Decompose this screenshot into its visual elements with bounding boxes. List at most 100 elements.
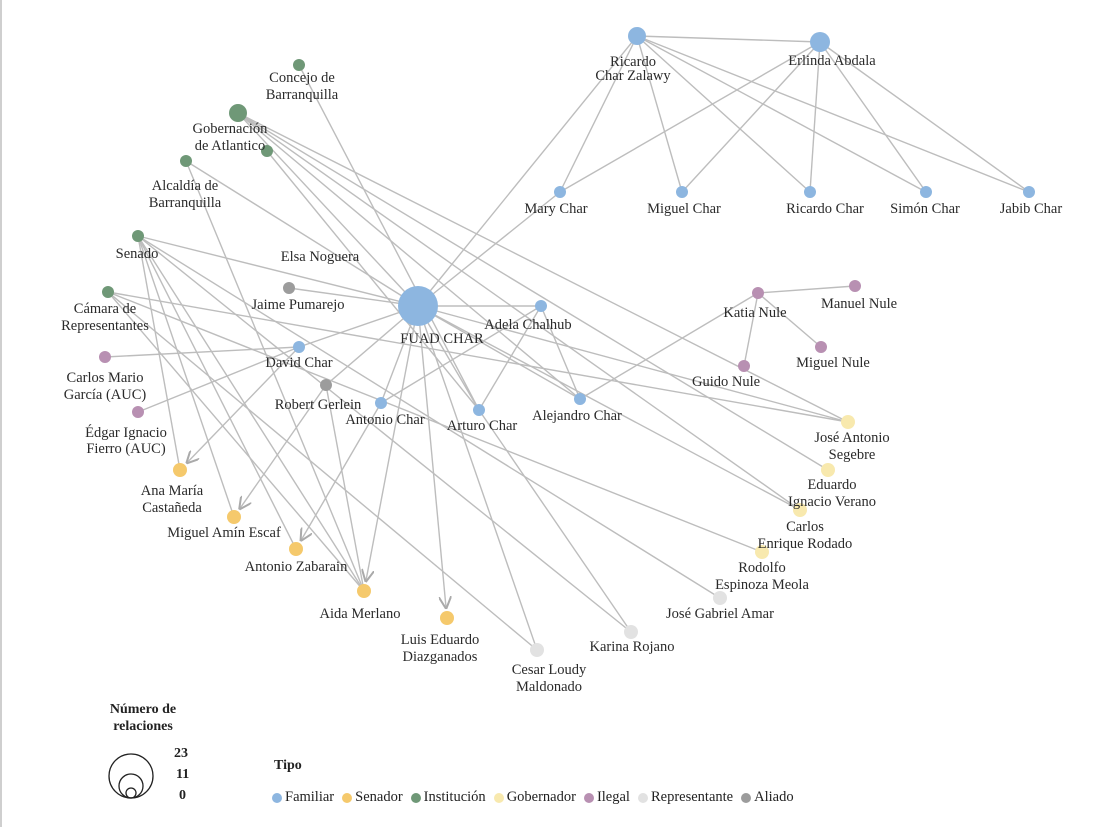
node-zabarain[interactable] xyxy=(289,542,303,556)
label-david: David Char xyxy=(265,355,332,371)
legend-type-ilegal: Ilegal xyxy=(583,789,630,806)
node-david[interactable] xyxy=(293,341,305,353)
edge-zalawy-fuad xyxy=(417,35,638,307)
label-elsa: Elsa Noguera xyxy=(281,249,360,265)
node-simon[interactable] xyxy=(920,186,932,198)
node-alcaldia[interactable] xyxy=(180,155,192,167)
legend-dot-icon xyxy=(410,792,421,803)
node-miguelamin[interactable] xyxy=(227,510,241,524)
node-erlinda[interactable] xyxy=(810,32,830,52)
edge-fuad-luis xyxy=(417,305,446,609)
label-zabarain: Antonio Zabarain xyxy=(245,559,348,575)
label-erlinda: Erlinda Abdala xyxy=(788,53,876,69)
legend-type-label: Institución xyxy=(423,789,486,805)
node-ricardoc[interactable] xyxy=(804,186,816,198)
label-katia: Katia Nule xyxy=(723,305,786,321)
node-luis[interactable] xyxy=(440,611,454,625)
edge-alcaldia-aida xyxy=(185,160,365,592)
edge-katia-manuel xyxy=(757,285,856,294)
edge-senado-anamaria xyxy=(137,235,181,471)
node-verano[interactable] xyxy=(821,463,835,477)
edge-camara-aida xyxy=(107,291,365,592)
edges-layer xyxy=(104,35,1030,651)
label-senado: Senado xyxy=(116,246,159,262)
node-manuel[interactable] xyxy=(849,280,861,292)
node-edgar[interactable] xyxy=(132,406,144,418)
edge-senado-miguelamin xyxy=(137,235,235,518)
node-amar[interactable] xyxy=(713,591,727,605)
node-jaime[interactable] xyxy=(283,282,295,294)
node-jabib[interactable] xyxy=(1023,186,1035,198)
edge-arturo-adela xyxy=(478,305,542,411)
node-zalawy[interactable] xyxy=(628,27,646,45)
node-anamaria[interactable] xyxy=(173,463,187,477)
edge-camara-rodolfo xyxy=(107,291,763,553)
edge-adela-alejandro xyxy=(540,305,581,400)
node-carlosm[interactable] xyxy=(99,351,111,363)
legend-type-aliado: Aliado xyxy=(741,789,794,806)
node-guido[interactable] xyxy=(738,360,750,372)
label-adela: Adela Chalhub xyxy=(484,317,571,333)
edge-senado-zabarain xyxy=(137,235,297,550)
node-mary[interactable] xyxy=(554,186,566,198)
node-robert[interactable] xyxy=(320,379,332,391)
edge-alcaldia-fuad xyxy=(185,160,419,307)
label-miguelc: Miguel Char xyxy=(647,201,721,217)
node-adela[interactable] xyxy=(535,300,547,312)
type-legend-title: Tipo xyxy=(274,758,302,773)
node-arturo[interactable] xyxy=(473,404,485,416)
edge-katia-miguelnule xyxy=(757,292,822,348)
node-cesar[interactable] xyxy=(530,643,544,657)
edge-fuad-mary xyxy=(417,191,561,307)
node-karina[interactable] xyxy=(624,625,638,639)
node-fuad[interactable] xyxy=(398,286,438,326)
label-alejandro: Alejandro Char xyxy=(532,408,622,424)
node-inst2[interactable] xyxy=(261,145,273,157)
node-camara[interactable] xyxy=(102,286,114,298)
node-segebre[interactable] xyxy=(841,415,855,429)
label-mary: Mary Char xyxy=(524,201,587,217)
node-rodolfo[interactable] xyxy=(755,545,769,559)
legend-type-label: Senador xyxy=(355,789,403,805)
edge-antonioc-adela xyxy=(380,305,542,404)
edge-robert-miguelamin xyxy=(239,384,327,510)
legend-dot-icon xyxy=(493,792,504,803)
label-karina: Karina Rojano xyxy=(590,639,675,655)
label-antonioc: Antonio Char xyxy=(345,412,425,428)
label-miguelamin: Miguel Amín Escaf xyxy=(167,525,281,541)
node-rodado[interactable] xyxy=(793,503,807,517)
edge-erlinda-simon xyxy=(819,41,927,193)
edge-camara-segebre xyxy=(107,291,849,423)
size-legend xyxy=(108,753,154,799)
label-amar: José Gabriel Amar xyxy=(666,606,774,622)
node-miguelnule[interactable] xyxy=(815,341,827,353)
node-aida[interactable] xyxy=(357,584,371,598)
edge-fuad-robert xyxy=(325,305,419,386)
node-gober[interactable] xyxy=(229,104,247,122)
edge-zalawy-erlinda xyxy=(636,35,821,43)
edge-zalawy-miguelc xyxy=(636,35,683,193)
edge-arturo-karina xyxy=(478,409,632,633)
node-miguelc[interactable] xyxy=(676,186,688,198)
edge-fuad-alejandro xyxy=(417,305,581,400)
edge-senado-aida xyxy=(137,235,365,592)
node-antonioc[interactable] xyxy=(375,397,387,409)
node-alejandro[interactable] xyxy=(574,393,586,405)
edge-erlinda-miguelc xyxy=(681,41,821,193)
node-concejo[interactable] xyxy=(293,59,305,71)
node-senado[interactable] xyxy=(132,230,144,242)
edge-senado-karina xyxy=(137,235,632,633)
edge-katia-guido xyxy=(743,292,759,367)
node-katia[interactable] xyxy=(752,287,764,299)
